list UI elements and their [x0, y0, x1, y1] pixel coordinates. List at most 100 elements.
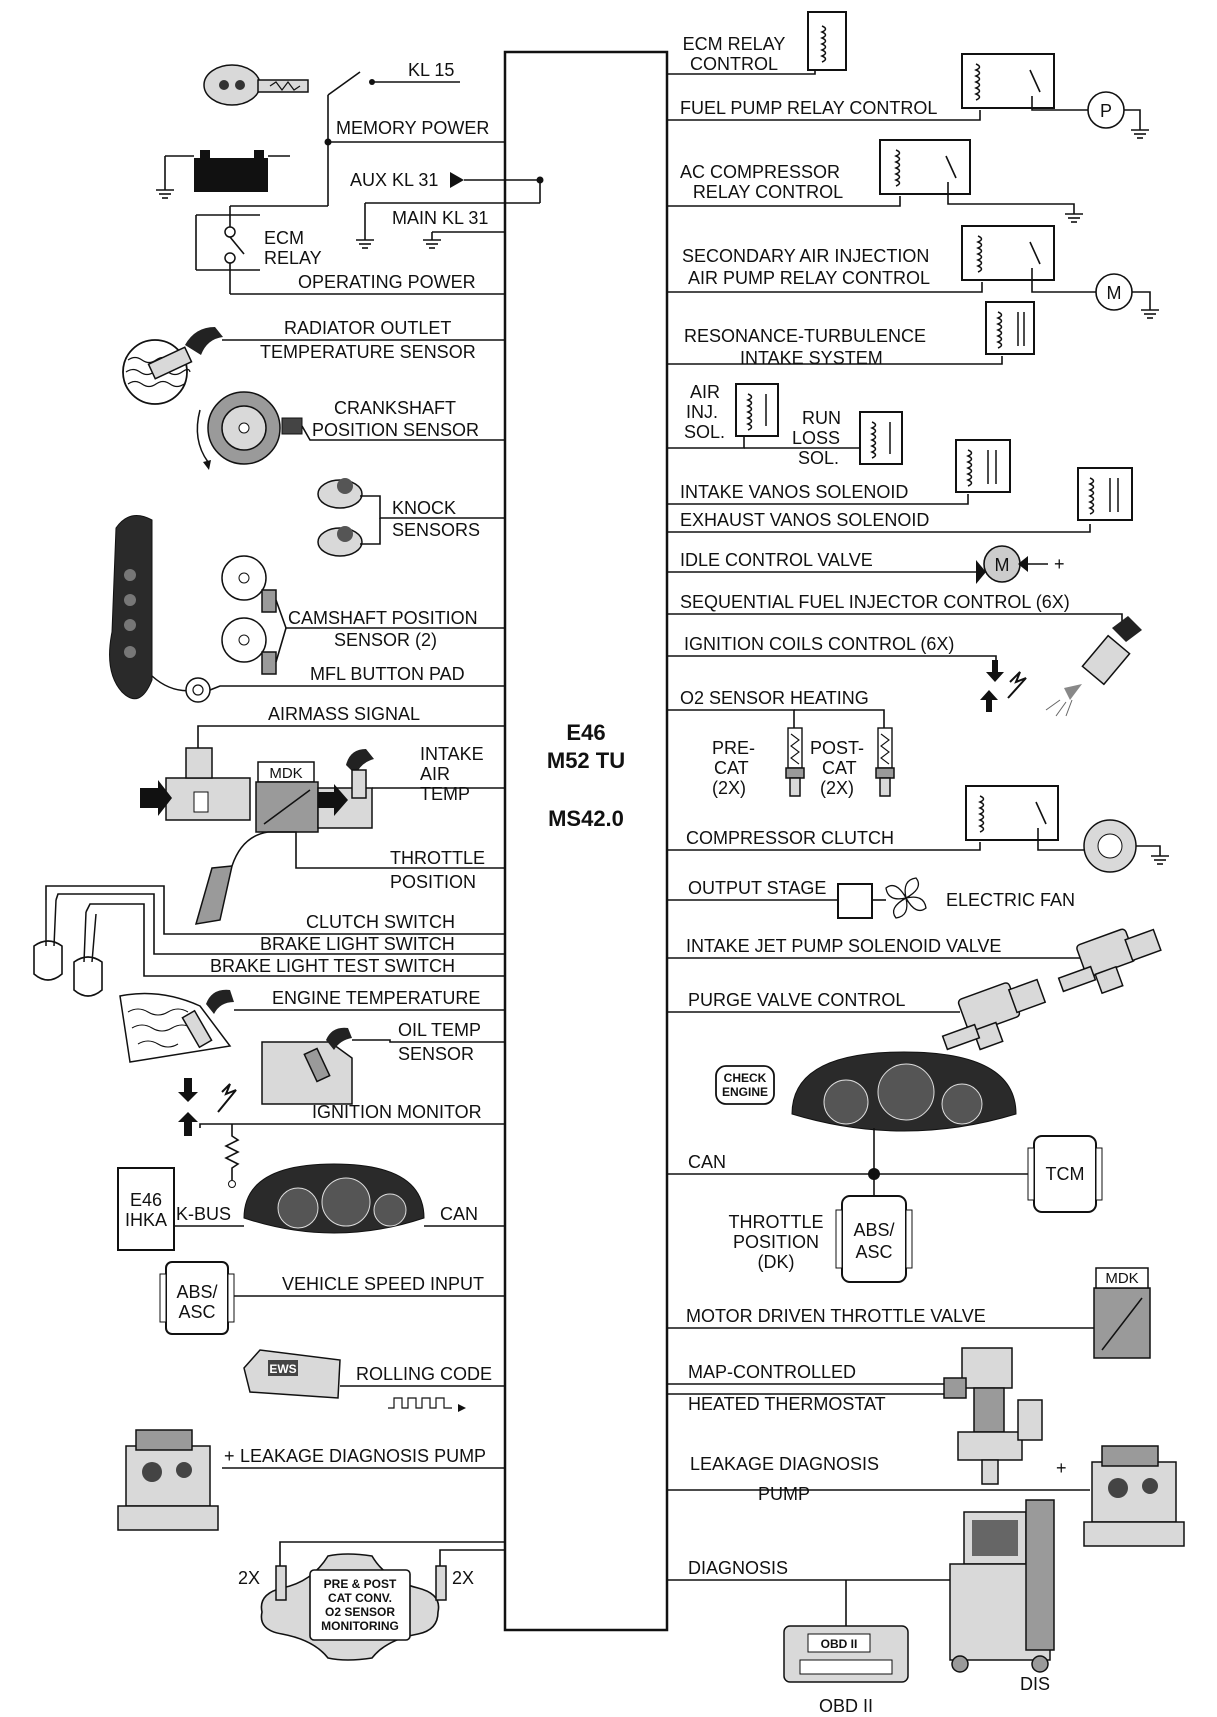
ews-module-icon: EWS: [243, 1349, 341, 1399]
fuel-pump-symbol: P: [1100, 101, 1112, 121]
knock-sensor-circuit: KNOCK SENSORS: [360, 495, 505, 545]
oil-label-1: OIL TEMP: [398, 1020, 481, 1040]
intake-air-temp-icon: [346, 749, 374, 799]
map-label-2: HEATED THERMOSTAT: [688, 1394, 886, 1414]
ihka-label-2: IHKA: [125, 1210, 167, 1230]
intake-vanos-circuit: INTAKE VANOS SOLENOID: [667, 439, 1011, 505]
main-kl31-label: MAIN KL 31: [392, 208, 488, 228]
o2-heating-circuit: O2 SENSOR HEATING PRE- CAT (2X) POST- CA…: [667, 688, 895, 798]
reso-label-1: RESONANCE-TURBULENCE: [684, 326, 926, 346]
intake-vanos-label: INTAKE VANOS SOLENOID: [680, 482, 908, 502]
exhaust-vanos-circuit: EXHAUST VANOS SOLENOID: [667, 467, 1133, 533]
throttle-pedal-icon: [194, 831, 269, 925]
compressor-clutch-label: COMPRESSOR CLUTCH: [686, 828, 894, 848]
battery-icon: [155, 150, 290, 199]
twox-right-label: 2X: [452, 1568, 474, 1588]
fuel-pump-label: FUEL PUMP RELAY CONTROL: [680, 98, 937, 118]
ecm-relay-icon: ECM RELAY: [195, 206, 322, 294]
throttle-label-1: THROTTLE: [390, 848, 485, 868]
jet-pump-valve-icon: [1057, 928, 1162, 995]
knock-sensor-icon: [317, 478, 363, 557]
leak-right-label-1: LEAKAGE DIAGNOSIS: [690, 1454, 879, 1474]
dis-tester-icon: DIS: [949, 1499, 1055, 1694]
pedal-switch-icon: [33, 899, 103, 997]
crank-label-2: POSITION SENSOR: [312, 420, 479, 440]
crankshaft-sensor-circuit: CRANKSHAFT POSITION SENSOR: [301, 398, 505, 441]
clutch-label: CLUTCH SWITCH: [306, 912, 455, 932]
kbus-label: K-BUS: [176, 1204, 231, 1224]
abs-right-label-2: ASC: [855, 1242, 892, 1262]
engine-temp-circuit: ENGINE TEMPERATURE: [234, 988, 505, 1011]
post-cat-label-1: POST-: [810, 738, 864, 758]
tp-label-2: POSITION: [733, 1232, 819, 1252]
exhaust-vanos-label: EXHAUST VANOS SOLENOID: [680, 510, 929, 530]
motor-driven-throttle-circuit: MDK MOTOR DRIVEN THROTTLE VALVE: [667, 1267, 1151, 1359]
coils-label: IGNITION COILS CONTROL (6X): [684, 634, 954, 654]
run-label-2: LOSS: [792, 428, 840, 448]
ignition-coils-circuit: IGNITION COILS CONTROL (6X): [667, 634, 1027, 712]
aux-kl31-circuit: AUX KL 31: [350, 170, 544, 249]
airinj-label-2: INJ.: [686, 402, 718, 422]
idle-plus: +: [1054, 554, 1065, 574]
air-pump-symbol: M: [1107, 283, 1122, 303]
idle-control-circuit: M + IDLE CONTROL VALVE: [667, 545, 1065, 584]
tcm-label: TCM: [1046, 1164, 1085, 1184]
iat-label-3: TEMP: [420, 784, 470, 804]
sec-air-label-2: AIR PUMP RELAY CONTROL: [688, 268, 930, 288]
electric-fan-label: ELECTRIC FAN: [946, 890, 1075, 910]
post-cat-label-3: (2X): [820, 778, 854, 798]
mdk-label-right: MDK: [1105, 1270, 1138, 1287]
injector-label: SEQUENTIAL FUEL INJECTOR CONTROL (6X): [680, 592, 1070, 612]
airmass-label: AIRMASS SIGNAL: [268, 704, 420, 724]
ecm-label-car: E46: [566, 720, 605, 745]
obd-ii-scanner-icon: OBD II OBD II: [783, 1625, 909, 1716]
airinj-label-3: SOL.: [684, 422, 725, 442]
ecm-relay-label-2: RELAY: [264, 248, 322, 268]
o2mon-label-4: MONITORING: [321, 1619, 399, 1633]
abs-left-label-2: ASC: [178, 1302, 215, 1322]
ews-label: EWS: [269, 1362, 296, 1376]
ecm-control-module: E46 M52 TU MS42.0: [503, 50, 669, 1632]
leak-left-label: LEAKAGE DIAGNOSIS PUMP: [240, 1446, 486, 1466]
fan-icon: [885, 877, 927, 919]
compressor-clutch-circuit: COMPRESSOR CLUTCH: [667, 785, 1170, 873]
radiator-temp-sensor-circuit: RADIATOR OUTLET TEMPERATURE SENSOR: [222, 318, 505, 362]
o2-monitoring-circuit: 2X 2X: [238, 1541, 505, 1588]
oil-temp-sensor-icon: [261, 1027, 353, 1105]
ac-label-1: AC COMPRESSOR: [680, 162, 840, 182]
can-right-label: CAN: [688, 1152, 726, 1172]
electric-fan-circuit: OUTPUT STAGE ELECTRIC FAN: [667, 877, 1075, 919]
ignition-key-icon: [203, 64, 309, 106]
o2-heating-label: O2 SENSOR HEATING: [680, 688, 869, 708]
oil-temp-circuit: OIL TEMP SENSOR: [352, 1020, 505, 1064]
vehicle-speed-circuit: VEHICLE SPEED INPUT: [234, 1274, 505, 1297]
radiator-temp-sensor-icon: [122, 327, 223, 405]
diagnosis-label: DIAGNOSIS: [688, 1558, 788, 1578]
operating-power-label: OPERATING POWER: [298, 272, 476, 292]
pre-cat-label-1: PRE-: [712, 738, 755, 758]
pre-cat-label-3: (2X): [712, 778, 746, 798]
brake-test-label: BRAKE LIGHT TEST SWITCH: [210, 956, 455, 976]
kbus-can-circuit: K-BUS CAN: [174, 1204, 505, 1227]
air-inj-runloss-circuit: AIR INJ. SOL. RUN LOSS SOL.: [667, 382, 903, 468]
pre-cat-label-2: CAT: [714, 758, 749, 778]
ecm-relay-ctrl-label-2: CONTROL: [690, 54, 778, 74]
post-cat-label-2: CAT: [822, 758, 857, 778]
aux-kl31-label: AUX KL 31: [350, 170, 438, 190]
radiator-label-2: TEMPERATURE SENSOR: [260, 342, 476, 362]
can-left-label: CAN: [440, 1204, 478, 1224]
memory-power-label: MEMORY POWER: [336, 118, 489, 138]
intake-air-temp-circuit: INTAKE AIR TEMP: [372, 744, 505, 804]
engine-temp-label: ENGINE TEMPERATURE: [272, 988, 480, 1008]
jet-pump-label: INTAKE JET PUMP SOLENOID VALVE: [686, 936, 1001, 956]
mfl-label: MFL BUTTON PAD: [310, 664, 465, 684]
clutch-brake-circuit: CLUTCH SWITCH BRAKE LIGHT SWITCH BRAKE L…: [45, 885, 505, 977]
ecm-label-system: MS42.0: [548, 806, 624, 831]
abs-left-label-1: ABS/: [176, 1282, 217, 1302]
leak-right-label-2: PUMP: [758, 1484, 810, 1504]
leakage-pump-right-circuit: + LEAKAGE DIAGNOSIS PUMP: [667, 1445, 1185, 1547]
airinj-label-1: AIR: [690, 382, 720, 402]
mfl-button-pad-icon: [109, 515, 211, 703]
purge-valve-circuit: PURGE VALVE CONTROL: [667, 978, 1047, 1051]
can-bus-circuit: CAN: [667, 1128, 1034, 1196]
